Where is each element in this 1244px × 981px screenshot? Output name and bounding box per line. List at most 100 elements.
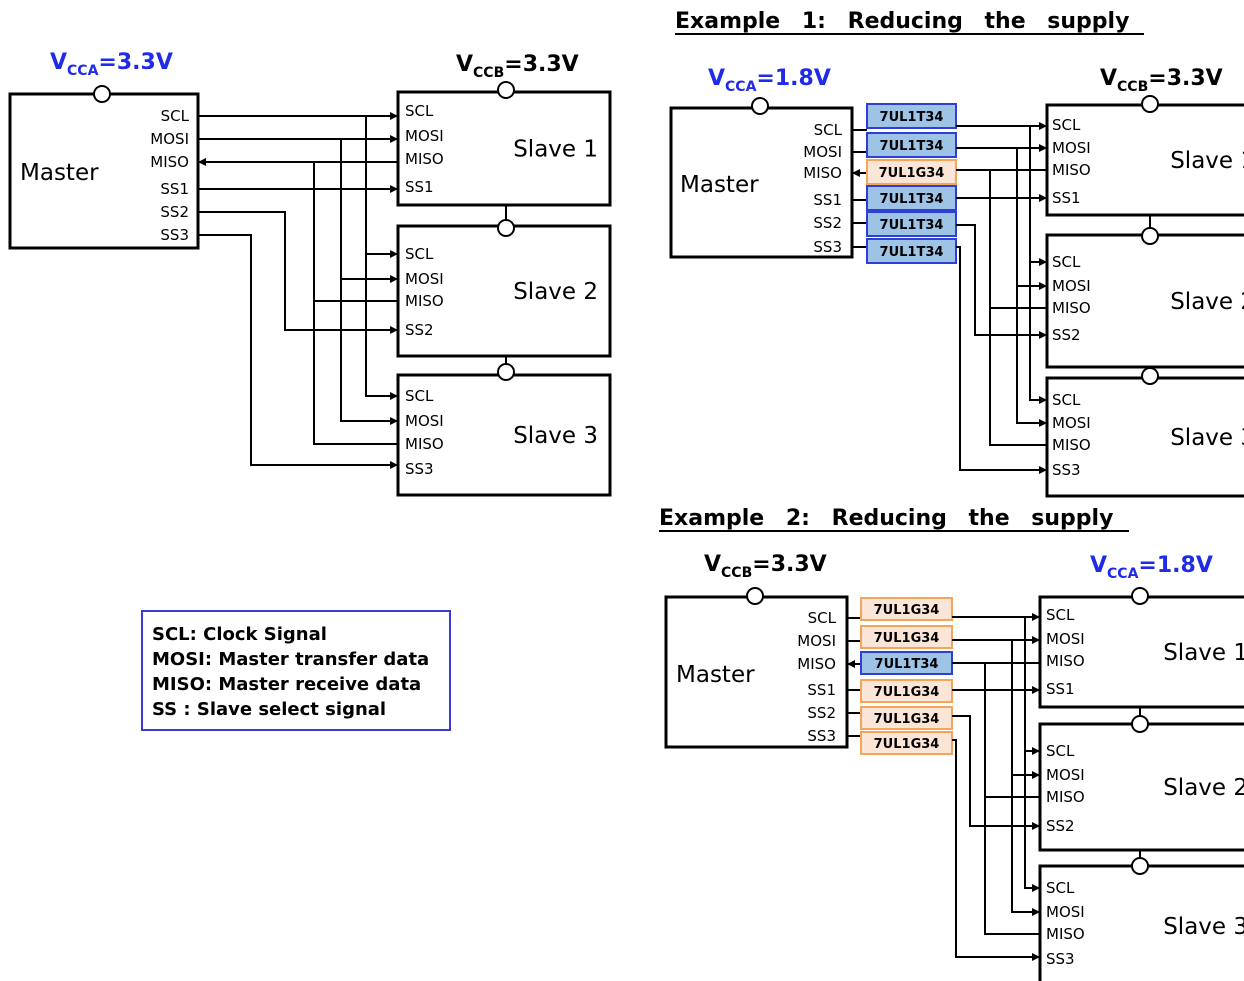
left-master-pin-miso: MISO (150, 153, 189, 171)
wire (365, 116, 396, 397)
ex2-slave-1-pin-mosi: MOSI (1046, 630, 1085, 648)
left-slave-2-pin-scl: SCL (405, 245, 434, 263)
legend-line-4: SS : Slave select signal (152, 699, 386, 720)
wire (1016, 148, 1045, 424)
ex2-chip-6 (860, 731, 953, 755)
ex2-slave-3 (1038, 864, 1244, 981)
ex1-chip-1 (866, 103, 957, 129)
ex1-slave-3 (1045, 376, 1244, 498)
ex1-master-label: Master (680, 172, 759, 198)
wire (340, 139, 396, 422)
arrow-right-icon (1032, 686, 1040, 694)
ex1-master-pin-ss3: SS3 (813, 238, 842, 256)
ex1-chip-4 (866, 185, 957, 211)
arrow-right-icon (1039, 194, 1047, 202)
ex2-slave-3-label: Slave 3 (1163, 914, 1244, 940)
ex1-slave-2-pin-scl: SCL (1052, 253, 1081, 271)
ex2-master-label: Master (676, 662, 755, 688)
arrow-right-icon (1032, 822, 1040, 830)
left-slave-1 (396, 90, 612, 207)
arrow-left-icon (847, 660, 855, 668)
arrow-right-icon (1032, 953, 1040, 961)
left-slave-3-pin-scl: SCL (405, 387, 434, 405)
left-slave-3 (396, 373, 612, 497)
ex2-chip-2-label: 7UL1G34 (874, 631, 940, 646)
ex2-chip-3-label: 7UL1T34 (875, 657, 939, 672)
wire (1011, 640, 1038, 913)
ex2-slave-2-pin-miso: MISO (1046, 788, 1085, 806)
ex2-slave-2-pin-scl: SCL (1046, 742, 1075, 760)
wire (989, 170, 1047, 446)
ex2-slave-2-label: Slave 2 (1163, 775, 1244, 801)
arrow-right-icon (390, 185, 398, 193)
ex2-master-box (664, 595, 849, 749)
ex2-chip-5-label: 7UL1G34 (874, 712, 940, 727)
ex2-vccb-label: VCCB=3.3V (704, 552, 827, 581)
arrow-right-icon (1032, 884, 1040, 892)
left-slave-3-pin-miso: MISO (405, 435, 444, 453)
ex1-slave-1-pin-miso: MISO (1052, 161, 1091, 179)
arrow-right-icon (390, 326, 398, 334)
left-slave-3-pin-ss: SS3 (405, 460, 434, 478)
arrow-right-icon (390, 417, 398, 425)
left-slave-2-pin-mosi: MOSI (405, 270, 444, 288)
ex1-chip-2-label: 7UL1T34 (880, 139, 944, 154)
left-master-pin-ss3: SS3 (160, 226, 189, 244)
ex2-slave-1-pin-miso: MISO (1046, 652, 1085, 670)
arrow-right-icon (390, 275, 398, 283)
arrow-right-icon (1039, 122, 1047, 130)
arrow-right-icon (1032, 613, 1040, 621)
ex2-vcca-node-icon (1131, 587, 1149, 605)
ex1-vcca-label: VCCA=1.8V (708, 66, 831, 95)
ex2-master-pin-miso: MISO (797, 655, 836, 673)
ex2-slave-1-label: Slave 1 (1163, 640, 1244, 666)
ex2-slave-3-pin-mosi: MOSI (1046, 903, 1085, 921)
ex1-slave-2-pin-mosi: MOSI (1052, 277, 1091, 295)
left-slave-2-label: Slave 2 (513, 279, 598, 305)
ex1-slave-1-pin-ss: SS1 (1052, 189, 1081, 207)
wire (956, 224, 1045, 336)
left-slave-2-pin-miso: MISO (405, 292, 444, 310)
left-slave-1-label: Slave 1 (513, 137, 598, 163)
wire (952, 715, 1038, 827)
ex1-chip-5-label: 7UL1T34 (880, 218, 944, 233)
left-master-pin-mosi: MOSI (150, 130, 189, 148)
arrow-right-icon (1039, 466, 1047, 474)
arrow-right-icon (1032, 771, 1040, 779)
left-slave-1-pin-ss: SS1 (405, 178, 434, 196)
ex1-chip-4-label: 7UL1T34 (880, 192, 944, 207)
arrow-right-icon (1039, 396, 1047, 404)
wire (956, 246, 1045, 471)
ex1-chip-3-label: 7UL1G34 (879, 166, 945, 181)
ex2-master-pin-ss1: SS1 (807, 681, 836, 699)
ex1-chip-6 (866, 238, 957, 264)
ex2-master-pin-ss2: SS2 (807, 704, 836, 722)
ex1-slave-2 (1045, 233, 1244, 369)
arrow-right-icon (1032, 636, 1040, 644)
arrow-right-icon (390, 461, 398, 469)
arrow-right-icon (1039, 282, 1047, 290)
left-master-pin-scl: SCL (161, 107, 190, 125)
left-vccb-node-icon (497, 81, 515, 99)
ex1-slave-3-label: Slave 3 (1170, 425, 1244, 451)
wire (952, 739, 1038, 958)
arrow-right-icon (1039, 144, 1047, 152)
wire (313, 162, 398, 445)
ex1-slave-1-label: Slave 1 (1170, 148, 1244, 174)
ex1-master-power-node-icon (751, 97, 769, 115)
ex2-slave2-node-icon (1131, 715, 1149, 733)
ex2-slave-1-pin-scl: SCL (1046, 606, 1075, 624)
wire (198, 234, 396, 466)
left-slave2-node-icon (497, 219, 515, 237)
arrow-right-icon (1039, 331, 1047, 339)
ex2-chip-1 (860, 597, 953, 621)
ex1-slave-2-pin-ss: SS2 (1052, 326, 1081, 344)
left-master-power-node-icon (93, 85, 111, 103)
left-slave-1-pin-scl: SCL (405, 102, 434, 120)
wire (198, 211, 396, 331)
ex2-slave3-node-icon (1131, 857, 1149, 875)
ex1-slave-1 (1045, 103, 1244, 217)
left-slave3-node-icon (497, 363, 515, 381)
ex2-chip-4-label: 7UL1G34 (874, 685, 940, 700)
arrow-right-icon (390, 250, 398, 258)
